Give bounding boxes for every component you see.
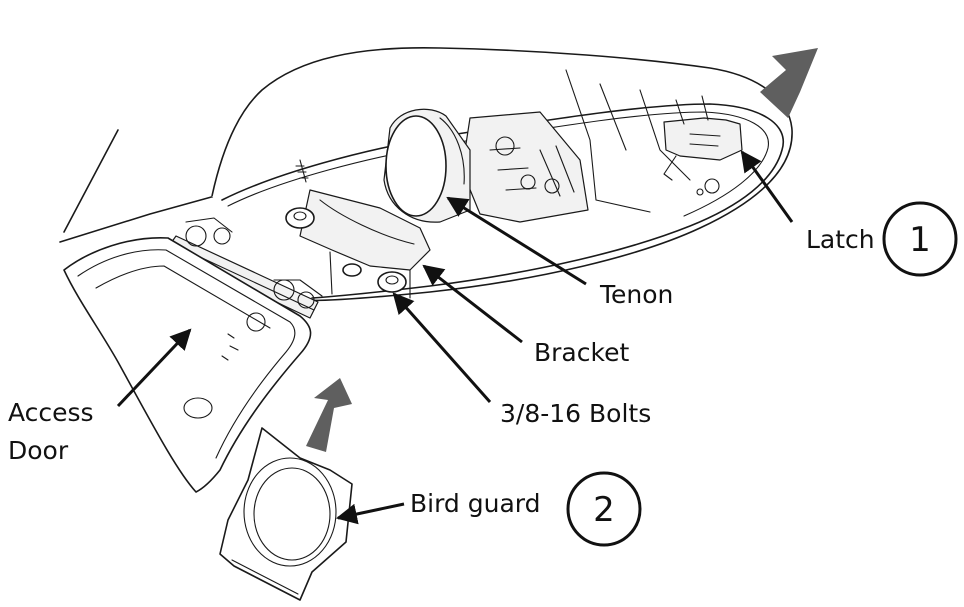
motion-arrow-bird-guard <box>306 378 352 452</box>
pole-arm-outline <box>59 129 216 243</box>
access-door-label-line2: Door <box>8 436 69 465</box>
access-door-label-line1: Access <box>8 398 94 427</box>
step-2-badge: 2 <box>566 471 642 547</box>
step-1-number: 1 <box>909 220 931 260</box>
bracket-label: Bracket <box>534 338 629 367</box>
tenon-leader-arrow <box>446 196 587 286</box>
latch-mechanism <box>663 95 743 181</box>
bolts <box>285 159 407 293</box>
access-door-leader-arrow <box>116 328 192 408</box>
bolts-leader-arrow <box>392 292 492 403</box>
motion-arrow-latch <box>760 48 818 118</box>
bolts-label: 3/8-16 Bolts <box>500 399 651 428</box>
step-2-number: 2 <box>593 490 615 530</box>
bird-guard <box>219 427 353 601</box>
access-door <box>63 237 312 493</box>
bird-guard-leader-arrow <box>335 502 405 525</box>
bracket-leader-arrow <box>422 264 523 344</box>
bird-guard-label: Bird guard <box>410 489 541 518</box>
tenon-label: Tenon <box>599 280 673 309</box>
callout-arrows <box>116 150 794 525</box>
latch-leader-arrow <box>740 150 794 223</box>
latch-label: Latch <box>806 225 875 254</box>
luminaire-housing <box>211 46 793 302</box>
step-1-badge: 1 <box>882 201 958 277</box>
